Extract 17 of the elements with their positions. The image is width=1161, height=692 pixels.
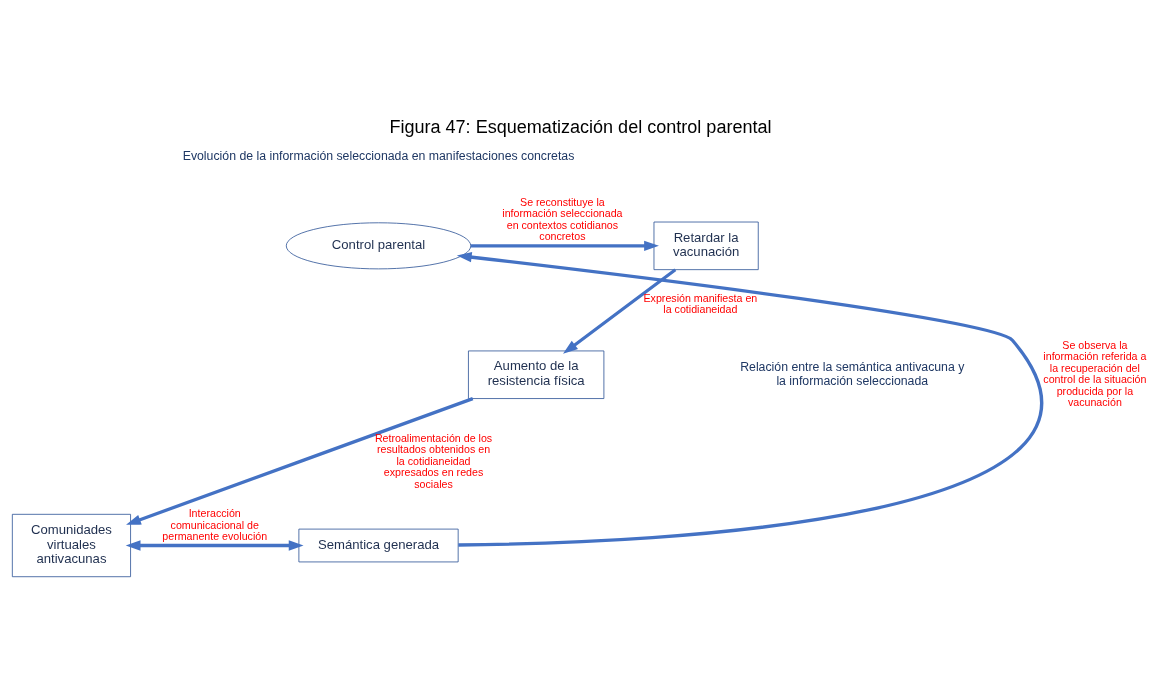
- arrow: [563, 268, 677, 354]
- edge-label: Retroalimentación de los resultados obtenidos en la cotidianeidad expresados en redes sociales: [374, 431, 493, 490]
- diagram-title: Figura 47: Esquematización del control parental: [389, 117, 772, 138]
- node-box: Retardar la vacunación: [653, 221, 759, 271]
- label: Evolución de la información seleccionada en manifestaciones concretas: [182, 149, 575, 164]
- arrow: [456, 252, 1041, 547]
- node-box: Semántica generada: [298, 528, 459, 563]
- edge-label: Se reconstituye la información seleccionada en contextos cotidianos concretos: [502, 195, 623, 243]
- node-box: Comunidades virtuales antivacunas: [11, 513, 131, 578]
- arrow: [125, 540, 304, 551]
- label: Relación entre la semántica antivacuna y la información seleccionada: [740, 359, 965, 388]
- arrow: [470, 240, 659, 252]
- edge-label: Interacción comunicacional de permanente evolución: [162, 507, 268, 543]
- edge-label: Se observa la información referida a la recuperación del control de la situación producida por la vacunación: [1043, 338, 1147, 409]
- edge-label: Expresión manifiesta en la cotidianeidad: [643, 291, 758, 316]
- node-box: Aumento de la resistencia física: [468, 350, 605, 399]
- arrow: [126, 397, 474, 525]
